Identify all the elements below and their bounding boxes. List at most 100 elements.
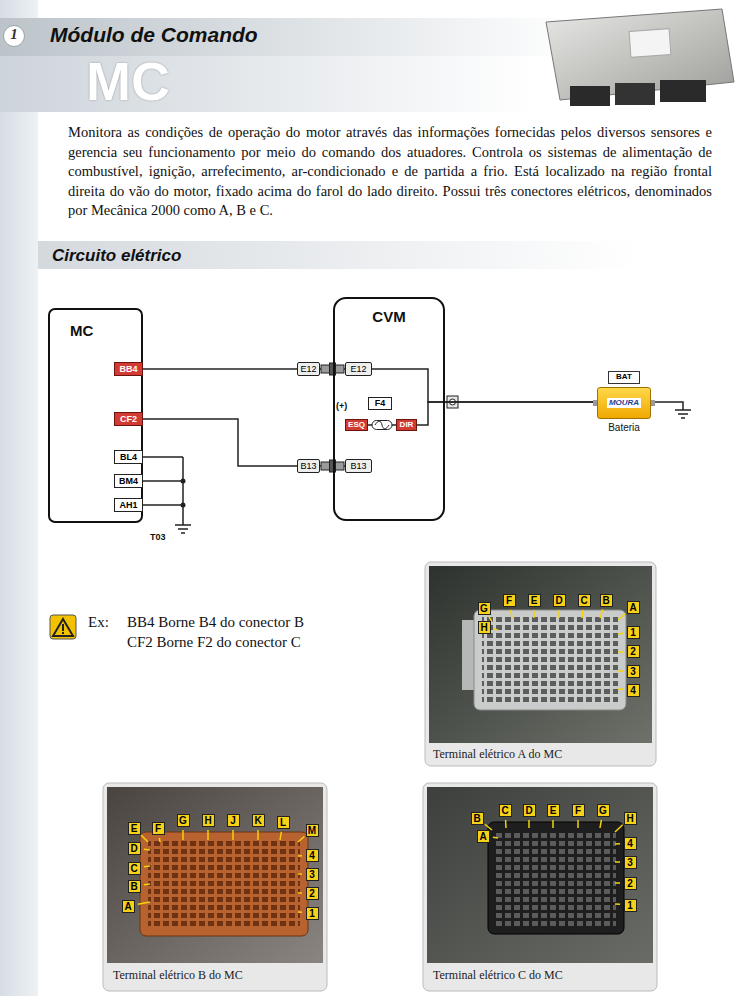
section-heading: Circuito elétrico xyxy=(52,246,181,266)
callout-letter: D xyxy=(553,594,566,607)
callout-letter: D xyxy=(523,804,536,817)
leader-line xyxy=(159,838,161,842)
leader-line xyxy=(207,830,209,840)
callout-letter: 2 xyxy=(627,645,640,658)
leader-line xyxy=(280,832,281,840)
leader-line xyxy=(298,855,302,857)
wire xyxy=(143,369,297,370)
leader-line xyxy=(493,837,498,839)
callout-letter: F xyxy=(152,822,165,835)
wire xyxy=(655,402,683,410)
leader-line xyxy=(257,830,259,840)
battery-logo: MOURA xyxy=(607,398,641,408)
junction-dot xyxy=(181,503,186,508)
description-text: Monitora as condições de operação do mot… xyxy=(68,123,712,221)
callout-letter: K xyxy=(252,814,265,827)
node-text: CVM xyxy=(335,308,443,325)
page-title: Módulo de Comando xyxy=(50,23,258,47)
node-text: F4 xyxy=(375,399,386,408)
callout-letter: 4 xyxy=(306,849,319,862)
battery-caption: Bateria xyxy=(593,423,655,433)
callout-letter: 1 xyxy=(306,907,319,920)
pin-note: T03 xyxy=(150,532,166,543)
leader-line xyxy=(618,614,625,620)
leader-line xyxy=(600,609,603,618)
watermark: MC xyxy=(86,54,170,108)
callout-letter: 4 xyxy=(627,684,640,697)
connector-pins xyxy=(496,830,616,926)
warning-triangle xyxy=(53,619,73,636)
leader-line xyxy=(494,628,498,630)
fuse-symbol xyxy=(375,421,389,429)
callout-letter: M xyxy=(306,824,319,837)
junction-dot xyxy=(181,479,186,484)
connector-pins xyxy=(148,840,300,928)
leader-line xyxy=(144,848,150,850)
callout-letter: 3 xyxy=(306,868,319,881)
node-text: E12 xyxy=(350,365,366,374)
leader-line xyxy=(618,651,623,653)
leader-line xyxy=(615,861,620,863)
node-text: AH1 xyxy=(119,501,137,510)
callout-letter: F xyxy=(503,594,516,607)
callout-letter: L xyxy=(277,816,290,829)
photo-frame xyxy=(423,783,657,991)
connector-pins xyxy=(482,616,618,704)
callout-letter: 3 xyxy=(627,665,640,678)
photo-connector-a xyxy=(425,562,656,766)
callout-letter: H xyxy=(478,621,491,634)
leader-line xyxy=(618,633,623,635)
warning-icon xyxy=(50,615,76,639)
node-text: BM4 xyxy=(119,477,138,486)
pin-label: BB4 xyxy=(114,362,143,376)
ecu-photo xyxy=(546,9,734,106)
node-text: MC xyxy=(70,322,93,339)
callout-letter: C xyxy=(499,804,512,817)
leader-line xyxy=(577,820,579,828)
connector-housing: E12 xyxy=(297,362,320,376)
battery-terminal xyxy=(651,400,655,406)
callout-letter: J xyxy=(227,814,240,827)
photo-connector-b xyxy=(103,783,327,991)
leader-line xyxy=(618,688,623,690)
callout-letter: G xyxy=(478,602,491,615)
battery: MOURA BAT Bateria xyxy=(593,371,655,441)
leader-line xyxy=(298,873,302,875)
leader-line xyxy=(600,820,601,828)
side-strip xyxy=(0,0,38,996)
leader-line xyxy=(552,820,554,828)
wire xyxy=(372,369,593,402)
leader-line xyxy=(141,835,148,842)
node-text: ESQ xyxy=(348,421,365,429)
leader-line xyxy=(533,610,535,618)
warning-mark xyxy=(62,624,64,631)
leader-line xyxy=(558,610,560,618)
photo xyxy=(427,787,653,963)
warning-plate xyxy=(50,615,76,639)
connector-housing: B13 xyxy=(297,459,320,473)
battery-label: BAT xyxy=(608,371,640,384)
callout-letter: H xyxy=(202,814,215,827)
callout-letter: 1 xyxy=(624,899,637,912)
wire-line xyxy=(143,368,297,370)
wire xyxy=(143,419,297,466)
wire-line xyxy=(143,419,297,466)
callout-letter: E xyxy=(128,822,141,835)
example-note: CF2 Borne F2 do conector C xyxy=(127,633,301,651)
callout-letter: 1 xyxy=(627,626,640,639)
photo-caption: Terminal elétrico A do MC xyxy=(433,747,562,762)
callout-letter: B xyxy=(128,880,141,893)
fuse-box: CVME12F4ESQDIRB13 xyxy=(333,297,445,521)
node-text: BB4 xyxy=(119,365,137,374)
photo-frame xyxy=(425,562,656,766)
fuse-terminal: DIR xyxy=(396,419,417,431)
warning-mark xyxy=(62,632,64,634)
battery-body: MOURA xyxy=(597,387,651,419)
node-text: CF2 xyxy=(120,415,137,424)
callout-letter: C xyxy=(578,594,591,607)
photo-connector-c xyxy=(423,783,657,991)
callout-letter: G xyxy=(597,804,610,817)
callout-letter: H xyxy=(624,812,637,825)
leader-line xyxy=(298,837,304,842)
